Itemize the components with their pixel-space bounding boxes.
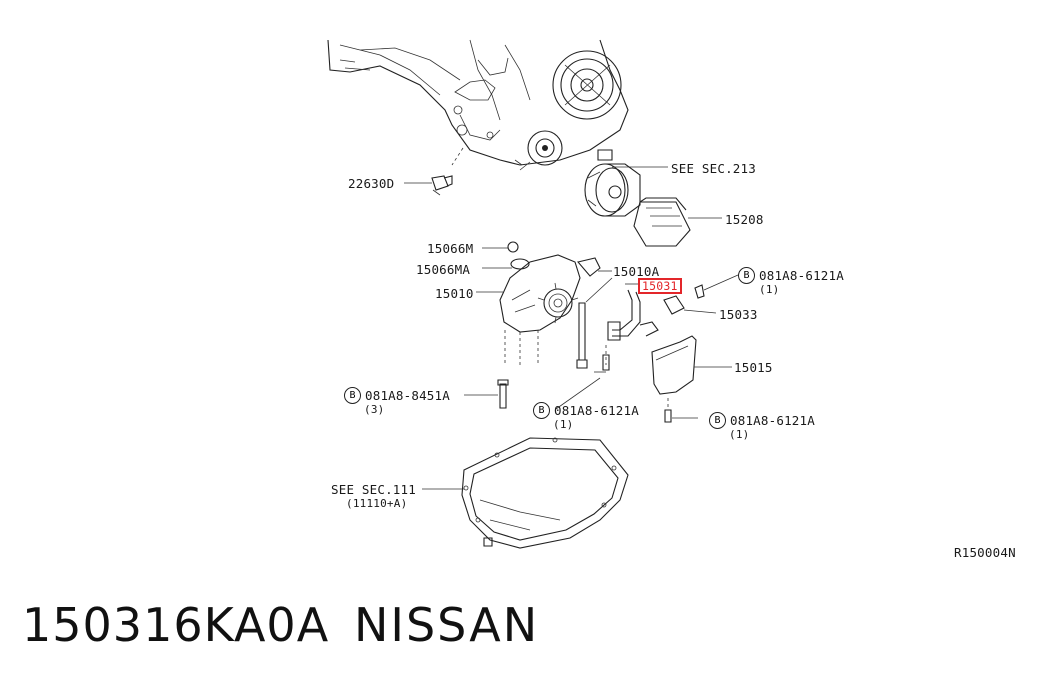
- callout-bolt-bottom-right: B 081A8-6121A: [709, 412, 815, 429]
- bolt-top-right-qty: (1): [759, 283, 780, 296]
- oil-cooler: [584, 149, 668, 217]
- pump-bolts: [464, 379, 509, 409]
- baffle-plate: [651, 335, 732, 423]
- callout-bolt-center: B 081A8-6121A: [533, 402, 639, 419]
- callout-see-sec-213: SEE SEC.213: [671, 161, 756, 176]
- oil-pressure-sensor: [404, 175, 453, 196]
- bolt-left-code: 081A8-8451A: [365, 388, 450, 403]
- callout-15033: 15033: [719, 307, 758, 322]
- bolt-center-code: 081A8-6121A: [554, 403, 639, 418]
- callout-see-sec-111-sub: (11110+A): [346, 497, 408, 510]
- brand-name: NISSAN: [354, 598, 540, 652]
- o-rings: [482, 241, 530, 270]
- callout-15010: 15010: [435, 286, 474, 301]
- callout-see-sec-111: SEE SEC.111: [331, 482, 416, 497]
- callout-bolt-left: B 081A8-8451A: [344, 387, 450, 404]
- bolt-marker-icon: B: [738, 267, 755, 284]
- exploded-view-drawing: [327, 39, 739, 549]
- bolt-left-qty: (3): [364, 403, 385, 416]
- callout-15066m: 15066M: [427, 241, 474, 256]
- callout-15015: 15015: [734, 360, 773, 375]
- oil-pan: [422, 437, 629, 549]
- bolt-marker-icon: B: [344, 387, 361, 404]
- bracket: [663, 274, 739, 315]
- callout-bolt-top-right: B 081A8-6121A: [738, 267, 844, 284]
- bolt-top-right-code: 081A8-6121A: [759, 268, 844, 283]
- bolt-marker-icon: B: [709, 412, 726, 429]
- long-bolt: [576, 277, 613, 369]
- oil-filter: [633, 197, 722, 247]
- bolt-bottom-right-code: 081A8-6121A: [730, 413, 815, 428]
- part-number: 150316KA0A: [22, 598, 330, 652]
- engine-block: [327, 39, 629, 171]
- callout-15010a: 15010A: [613, 264, 660, 279]
- bolt-bottom-right-qty: (1): [729, 428, 750, 441]
- callout-15208: 15208: [725, 212, 764, 227]
- callout-22630d: 22630D: [348, 176, 395, 191]
- callout-15066ma: 15066MA: [416, 262, 471, 277]
- oil-strainer-pipe: [602, 283, 659, 371]
- diagram-code: R150004N: [954, 545, 1016, 560]
- callout-15031-highlighted[interactable]: 15031: [638, 278, 682, 294]
- bolt-marker-icon: B: [533, 402, 550, 419]
- parts-diagram: 22630D SEE SEC.213 15208 15066M 15066MA …: [327, 39, 1016, 560]
- bolt-center-qty: (1): [553, 418, 574, 431]
- oil-pump: [476, 254, 612, 365]
